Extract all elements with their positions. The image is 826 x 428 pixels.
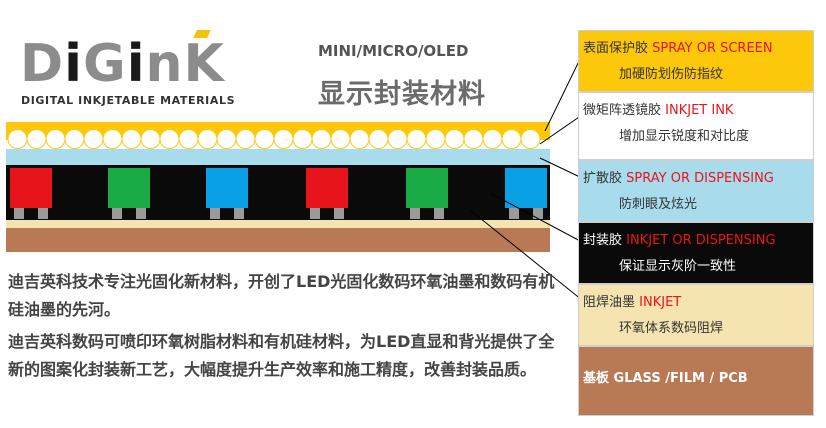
logo-wordmark: DiGinK [20, 34, 225, 94]
micro-lens [349, 129, 370, 149]
led-chip-pad [533, 208, 543, 219]
layer-solder-mask [6, 219, 550, 228]
legend-method: SPRAY OR SCREEN [652, 41, 773, 56]
legend-name: 基板 [583, 371, 610, 386]
led-chip-pad [310, 208, 320, 219]
micro-lens [7, 129, 28, 149]
layer-encapsulation [6, 163, 550, 220]
legend-encapsulation: 封装胶 INKJET OR DISPENSING 保证显示灰阶一致性 [578, 222, 814, 284]
micro-lens [311, 129, 332, 149]
callout-line-encapsulation [489, 192, 583, 243]
micro-lens [140, 129, 161, 149]
led-chip [108, 168, 150, 208]
callout-lines [469, 54, 583, 301]
micro-lens [121, 129, 142, 149]
micro-lens [406, 129, 427, 149]
legend-substrate: 基板 GLASS /FILM / PCB [578, 346, 814, 416]
legend-method: INKJET [639, 295, 682, 310]
led-chip-row [10, 168, 547, 219]
micro-lens [330, 129, 351, 149]
micro-lens [520, 129, 541, 149]
legend-method: INKJET OR DISPENSING [626, 233, 776, 248]
callout-line-solder [469, 209, 583, 301]
legend-method: GLASS /FILM / PCB [613, 371, 748, 386]
legend-desc: 防刺眼及炫光 [619, 197, 698, 212]
micro-lens [216, 129, 237, 149]
layer-substrate [6, 227, 550, 252]
micro-lens [64, 129, 85, 149]
legend-desc: 环氧体系数码阻焊 [619, 321, 724, 336]
micro-lens [387, 129, 408, 149]
led-chip [206, 168, 248, 208]
legend-name: 表面保护胶 [583, 41, 649, 56]
micro-lens-array [7, 129, 541, 149]
micro-lens [102, 129, 123, 149]
led-chip-pad [234, 208, 244, 219]
led-chip-pad [210, 208, 220, 219]
legend-name: 扩散胶 [583, 171, 623, 186]
micro-lens [159, 129, 180, 149]
callout-line-lens [539, 114, 583, 145]
heading-cn: 显示封装材料 [318, 79, 486, 110]
led-chip-pad [434, 208, 444, 219]
legend-name: 封装胶 [583, 233, 623, 248]
legend-lens: 微矩阵透镜胶 INKJET INK 增加显示锐度和对比度 [578, 92, 814, 160]
led-chip [10, 168, 52, 208]
legend-protective: 表面保护胶 SPRAY OR SCREEN 加硬防划伤防指纹 [578, 30, 814, 92]
micro-lens [197, 129, 218, 149]
description-paragraph-2: 迪吉英科数码可喷印环氧树脂材料和有机硅材料，为LED直显和背光提供了全新的图案化… [8, 332, 555, 379]
logo-tagline: DIGITAL INKJETABLE MATERIALS [21, 94, 236, 107]
micro-lens [273, 129, 294, 149]
micro-lens [83, 129, 104, 149]
micro-lens [292, 129, 313, 149]
legend-desc: 加硬防划伤防指纹 [619, 67, 724, 82]
led-chip-pad [136, 208, 146, 219]
led-chip-pad [38, 208, 48, 219]
description-paragraph-1: 迪吉英科技术专注光固化新材料，开创了LED光固化数码环氧油墨和数码有机硅油墨的先… [8, 272, 555, 319]
micro-lens [45, 129, 66, 149]
led-chip-pad [334, 208, 344, 219]
micro-lens [26, 129, 47, 149]
micro-lens [425, 129, 446, 149]
legend-diffusion: 扩散胶 SPRAY OR DISPENSING 防刺眼及炫光 [578, 160, 814, 222]
micro-lens [178, 129, 199, 149]
led-chip-pad [14, 208, 24, 219]
led-chip [406, 168, 448, 208]
micro-lens [463, 129, 484, 149]
led-chip [505, 168, 547, 208]
callout-line-diffusion [539, 157, 583, 179]
legend-method: INKJET INK [665, 103, 734, 118]
micro-lens [501, 129, 522, 149]
micro-lens [482, 129, 503, 149]
legend-name: 微矩阵透镜胶 [583, 103, 662, 118]
micro-lens [444, 129, 465, 149]
layer-diffusion [6, 147, 550, 165]
legend-desc: 保证显示灰阶一致性 [619, 259, 737, 274]
led-chip-pad [410, 208, 420, 219]
legend-desc: 增加显示锐度和对比度 [619, 129, 750, 144]
micro-lens [254, 129, 275, 149]
led-chip-pad [509, 208, 519, 219]
heading-en: MINI/MICRO/OLED [318, 42, 469, 60]
callout-line-protective [544, 54, 583, 132]
legend-name: 阻焊油墨 [583, 295, 636, 310]
micro-lens [235, 129, 256, 149]
led-chip [306, 168, 348, 208]
legend-method: SPRAY OR DISPENSING [626, 171, 774, 186]
led-chip-pad [112, 208, 122, 219]
micro-lens [368, 129, 389, 149]
legend-solder-mask: 阻焊油墨 INKJET 环氧体系数码阻焊 [578, 284, 814, 346]
